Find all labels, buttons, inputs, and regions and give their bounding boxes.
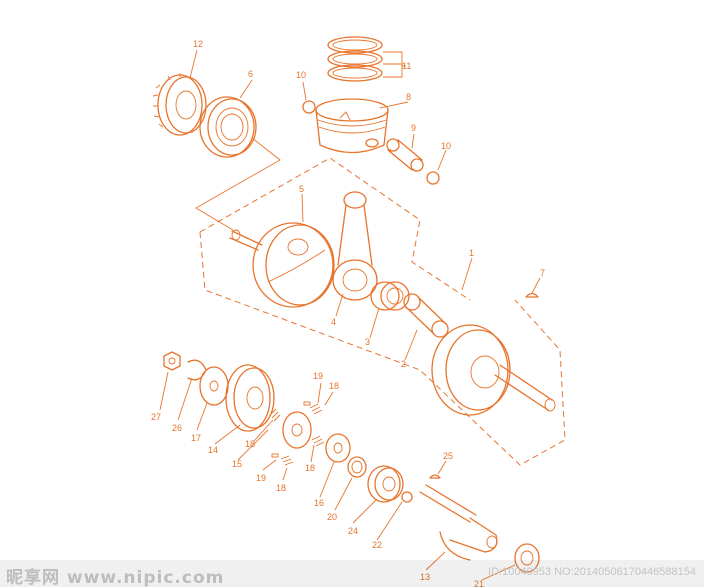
callout-10-top: 10	[296, 70, 306, 80]
callout-17: 17	[191, 433, 201, 443]
callout-24: 24	[348, 526, 358, 536]
crank-pin	[403, 293, 449, 338]
watermark-id: ID:10040953 NO:20140506170446588154	[488, 566, 696, 578]
callout-22: 22	[372, 540, 382, 550]
callout-16: 16	[314, 498, 324, 508]
piston-rings	[327, 36, 383, 82]
plate	[199, 366, 229, 406]
bearing-routing-line	[195, 137, 281, 231]
callout-14: 14	[208, 445, 218, 455]
callout-1: 1	[469, 248, 474, 258]
callout-18-right: 18	[305, 463, 315, 473]
callout-19-bottom: 19	[256, 473, 266, 483]
callout-27: 27	[151, 412, 161, 422]
callout-5: 5	[299, 184, 304, 194]
crank-gear	[152, 73, 207, 136]
watermark-site: 昵享网 www.nipic.com	[6, 568, 225, 588]
ball-bearing	[199, 96, 257, 158]
callout-26: 26	[172, 423, 182, 433]
key-small	[429, 474, 441, 479]
callout-3: 3	[365, 337, 370, 347]
callout-6: 6	[248, 69, 253, 79]
spacer	[347, 456, 367, 478]
watermark-strip	[0, 560, 704, 587]
callout-15: 15	[232, 459, 242, 469]
end-bearing	[514, 543, 540, 573]
nut	[163, 351, 181, 371]
one-way-clutch-gear	[225, 364, 275, 432]
assembly-boundary-lower	[199, 231, 566, 466]
leader-lines	[159, 49, 541, 581]
woodruff-key	[525, 292, 539, 298]
callout-25: 25	[443, 451, 453, 461]
callout-20: 20	[327, 512, 337, 522]
piston-pin	[386, 138, 424, 172]
callout-8: 8	[406, 92, 411, 102]
callout-12: 12	[193, 39, 203, 49]
circlip-left	[302, 100, 316, 114]
crank-half-left	[229, 222, 335, 308]
callout-7: 7	[540, 268, 545, 278]
callout-11: 11	[402, 61, 411, 71]
needle-bearing	[370, 281, 410, 311]
circlip-right	[426, 171, 440, 185]
callout-18-bottom: 18	[276, 483, 286, 493]
callout-9: 9	[411, 123, 416, 133]
callout-18-left: 18	[245, 439, 255, 449]
clutch-housing	[282, 411, 312, 449]
balancer-shaft	[419, 484, 498, 561]
springs-and-pins	[269, 401, 325, 466]
callout-18-top: 18	[329, 381, 339, 391]
connecting-rod	[332, 191, 378, 301]
thrust-washer	[325, 433, 351, 463]
crank-half-right	[431, 324, 556, 416]
callout-10-right: 10	[441, 141, 451, 151]
callout-19-top: 19	[313, 371, 323, 381]
bearing-small	[367, 465, 404, 503]
callout-21: 21	[474, 579, 484, 587]
piston	[315, 98, 389, 154]
callout-4: 4	[331, 317, 336, 327]
callout-13: 13	[420, 572, 430, 582]
o-ring	[401, 491, 413, 503]
lock-washer	[187, 359, 207, 381]
callout-2: 2	[401, 359, 406, 369]
assembly-boundary-upper	[199, 157, 471, 301]
